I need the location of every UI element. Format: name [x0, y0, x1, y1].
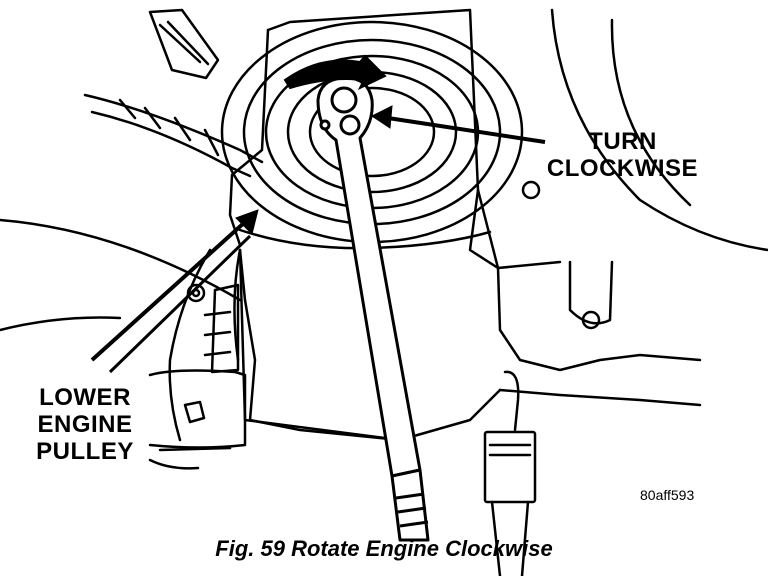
callout-line: PULLEY: [36, 438, 134, 465]
callout-line: CLOCKWISE: [546, 155, 699, 182]
pulley-leader-arrow: [90, 209, 259, 374]
lower-engine-pulley-callout: LOWER ENGINE PULLEY: [22, 384, 148, 465]
frame-rail: [0, 218, 242, 442]
clockwise-arrow: [283, 54, 387, 91]
upper-bracket: [148, 8, 220, 80]
timing-cover: [521, 8, 768, 252]
drive-belt: [83, 93, 264, 178]
ratchet-wrench: [316, 76, 430, 542]
crank-hub: [148, 369, 247, 470]
figure-code: 80aff593: [640, 487, 695, 503]
oil-pan: [238, 248, 702, 442]
tensioner-link: [483, 370, 537, 576]
mount-studs: [186, 283, 240, 374]
callout-line: TURN: [588, 128, 657, 155]
callout-line: ENGINE: [37, 411, 133, 438]
figure-caption: Fig. 59 Rotate Engine Clockwise: [215, 536, 553, 561]
turn-clockwise-callout: TURN CLOCKWISE: [535, 128, 710, 182]
turn-leader-arrow: [371, 105, 546, 144]
callout-line: LOWER: [39, 384, 131, 411]
